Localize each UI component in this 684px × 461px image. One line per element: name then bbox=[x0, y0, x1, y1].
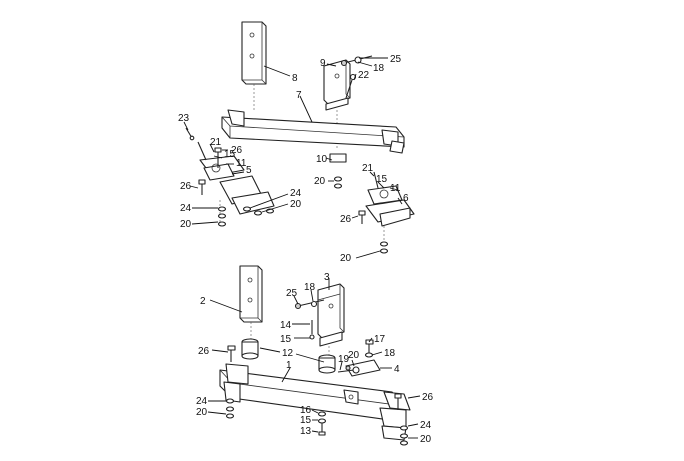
callout: 15 bbox=[280, 334, 292, 345]
callout: 24 bbox=[420, 420, 432, 431]
upper-left-mount bbox=[185, 127, 275, 226]
callout: 20 bbox=[348, 350, 360, 361]
callout: 22 bbox=[358, 70, 370, 81]
callout: 21 bbox=[362, 163, 374, 174]
upper-callouts: 25 9 18 22 8 7 23 21 26 15 11 5 10 21 15… bbox=[178, 54, 409, 264]
callout: 26 bbox=[180, 181, 192, 192]
lower-callouts: 2 3 25 18 14 15 17 18 26 12 19 20 1 4 26… bbox=[196, 272, 434, 445]
callout: 15 bbox=[376, 174, 388, 185]
rubber-mounts bbox=[241, 338, 336, 374]
callout: 20 bbox=[314, 176, 326, 187]
callout: 17 bbox=[374, 334, 386, 345]
callout: 14 bbox=[280, 320, 292, 331]
callout: 20 bbox=[180, 219, 192, 230]
callout: 3 bbox=[324, 272, 330, 283]
callout: 21 bbox=[210, 137, 222, 148]
upper-leader-lines bbox=[183, 57, 403, 259]
callout: 20 bbox=[290, 199, 302, 210]
lower-crossbeam bbox=[219, 363, 405, 423]
callout: 25 bbox=[286, 288, 298, 299]
callout: 23 bbox=[178, 113, 190, 124]
callout: 26 bbox=[198, 346, 210, 357]
upper-left-fasteners bbox=[217, 206, 275, 227]
callout: 13 bbox=[300, 426, 312, 437]
lower-right-bracket bbox=[317, 283, 345, 358]
callout: 15 bbox=[224, 149, 236, 160]
callout: 20 bbox=[340, 253, 352, 264]
callout: 18 bbox=[384, 348, 396, 359]
callout: 11 bbox=[390, 183, 401, 194]
callout: 2 bbox=[200, 296, 206, 307]
callout: 19 bbox=[338, 354, 350, 365]
lower-right-end-bracket bbox=[379, 391, 411, 446]
callout: 15 bbox=[300, 415, 312, 426]
upper-assembly: 25 9 18 22 8 7 23 21 26 15 11 5 10 21 15… bbox=[178, 21, 415, 264]
callout: 20 bbox=[420, 434, 432, 445]
callout: 16 bbox=[300, 405, 312, 416]
callout: 12 bbox=[282, 348, 294, 359]
lower-assembly: 2 3 25 18 14 15 17 18 26 12 19 20 1 4 26… bbox=[196, 265, 434, 446]
lower-center-fasteners bbox=[317, 411, 327, 436]
callout: 24 bbox=[196, 396, 208, 407]
upper-right-mount bbox=[358, 171, 415, 254]
callout: 5 bbox=[246, 165, 252, 176]
callout: 7 bbox=[296, 90, 302, 101]
callout: 26 bbox=[231, 145, 243, 156]
callout: 6 bbox=[403, 193, 409, 204]
callout: 9 bbox=[320, 58, 326, 69]
callout: 24 bbox=[180, 203, 192, 214]
callout: 8 bbox=[292, 73, 298, 84]
upper-center-clip bbox=[329, 153, 347, 189]
callout: 1 bbox=[286, 360, 292, 371]
callout: 10 bbox=[316, 154, 328, 165]
lower-arm-bracket bbox=[337, 359, 381, 377]
callout: 20 bbox=[196, 407, 208, 418]
callout: 26 bbox=[340, 214, 352, 225]
callout: 18 bbox=[373, 63, 385, 74]
lower-left-fasteners bbox=[225, 398, 235, 419]
callout: 26 bbox=[422, 392, 434, 403]
lower-left-post bbox=[239, 265, 263, 342]
callout: 25 bbox=[390, 54, 402, 65]
upper-bolt-set bbox=[340, 55, 373, 99]
callout: 4 bbox=[394, 364, 400, 375]
upper-left-post bbox=[241, 21, 267, 110]
upper-crossbeam bbox=[221, 109, 405, 154]
callout: 24 bbox=[290, 188, 302, 199]
lower-leader-lines bbox=[207, 278, 421, 439]
callout: 18 bbox=[304, 282, 316, 293]
callout: 11 bbox=[236, 158, 247, 169]
